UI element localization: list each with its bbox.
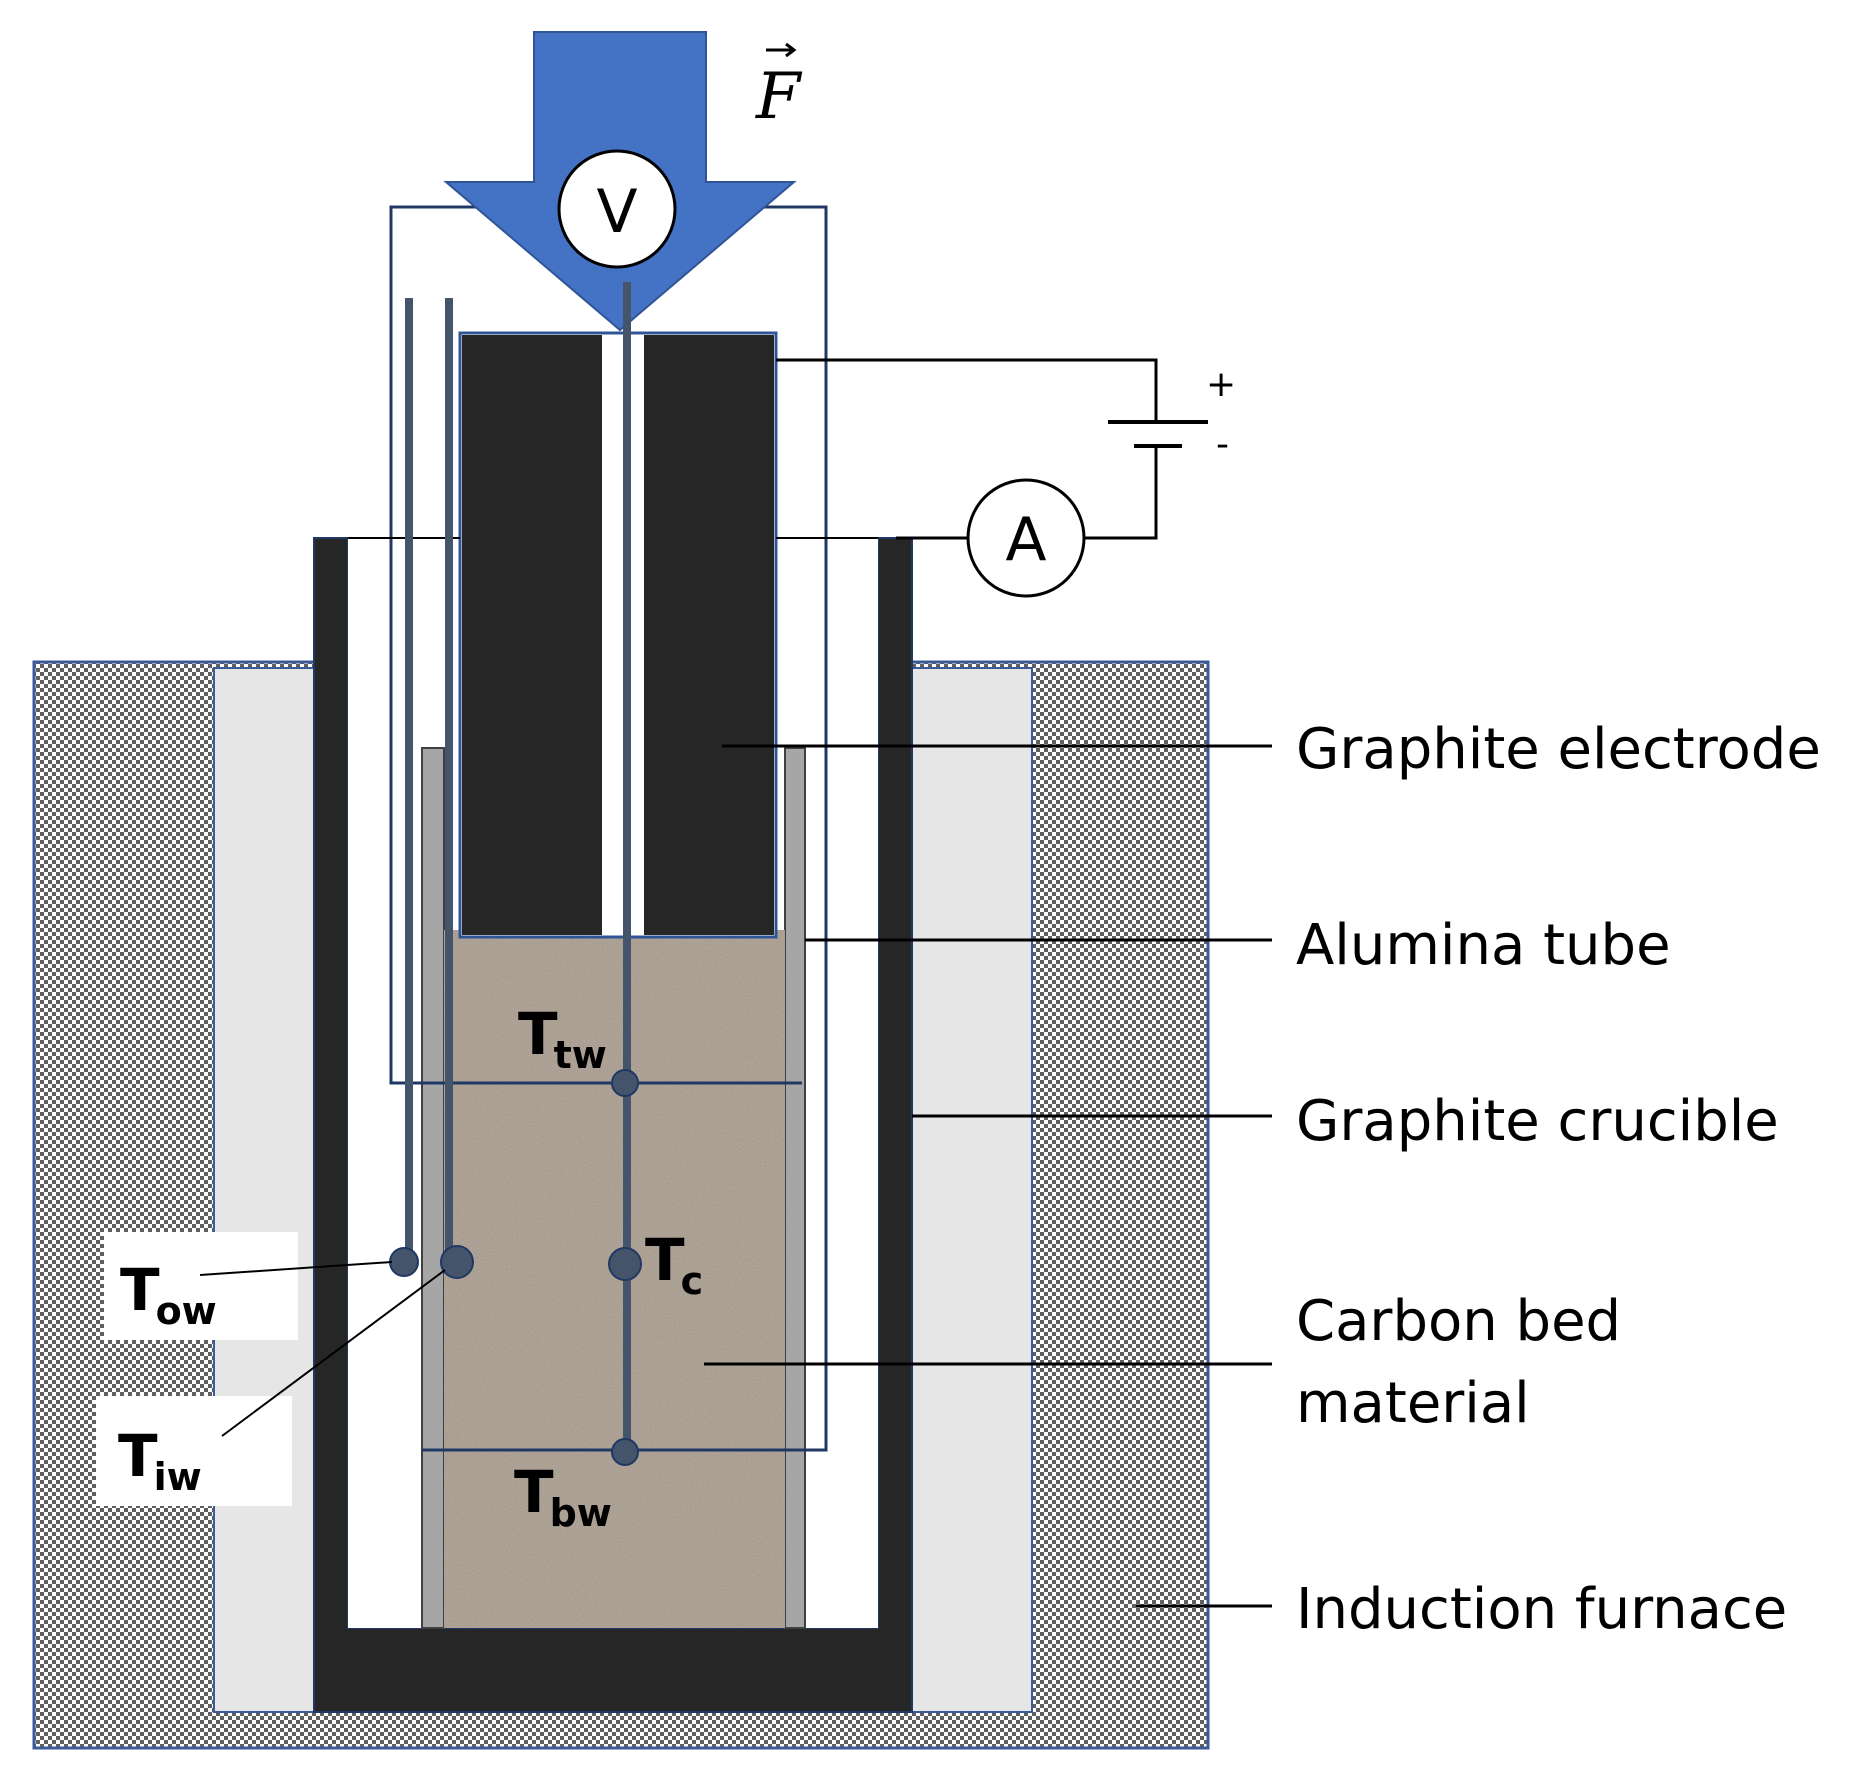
thermocouple-tw-junction xyxy=(611,1069,639,1097)
T-iw-label-box xyxy=(96,1396,292,1506)
thermocouple-c-junction xyxy=(608,1247,642,1281)
T-ow-label-box xyxy=(104,1232,298,1340)
voltmeter-circle xyxy=(557,149,677,269)
alumina-tube-left-wall xyxy=(421,747,445,1629)
alumina-tube-label: Alumina tube xyxy=(1296,913,1671,978)
force-symbol: F xyxy=(755,60,803,134)
ammeter-circle xyxy=(966,478,1086,598)
supply-wire-bottom xyxy=(1084,446,1158,540)
graphite-electrode-left-half xyxy=(462,335,602,935)
ammeter-label: A xyxy=(1005,505,1046,575)
induction-furnace-label: Induction furnace xyxy=(1296,1577,1787,1642)
carbon-bed-material-label: Carbon bed material xyxy=(1296,1289,1639,1436)
graphite-electrode-right-half xyxy=(644,335,774,935)
graphite-electrode-label: Graphite electrode xyxy=(1296,717,1821,782)
T-ow-label: Tow xyxy=(120,1256,217,1333)
battery-positive-sign: + xyxy=(1206,364,1236,405)
T-iw-leader xyxy=(221,1269,446,1437)
thermocouple-bw-junction xyxy=(611,1438,639,1466)
T-tw-label: Ttw xyxy=(518,1000,607,1077)
carbon-bed xyxy=(444,930,785,1628)
T-iw-label: Tiw xyxy=(118,1422,202,1499)
alumina-tube-right-wall xyxy=(784,747,806,1629)
T-bw-label: Tbw xyxy=(514,1458,612,1535)
voltmeter-label: V xyxy=(596,177,637,247)
graphite-crucible-label: Graphite crucible xyxy=(1296,1089,1779,1154)
thermocouple-iw-junction xyxy=(440,1245,474,1279)
thermocouple-ow-junction xyxy=(389,1247,419,1277)
battery-negative-sign: - xyxy=(1216,424,1229,465)
supply-wire-top xyxy=(776,358,1158,422)
T-ow-leader xyxy=(199,1261,393,1276)
force-vector-arrow-icon xyxy=(766,42,797,58)
T-c-label: Tc xyxy=(645,1226,703,1303)
